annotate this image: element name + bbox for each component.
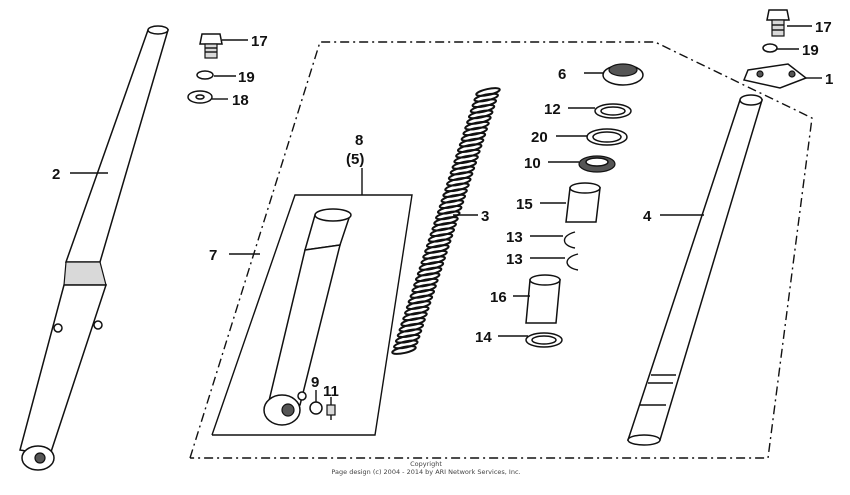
- spring-coil: [391, 345, 417, 355]
- callout-12: 12: [544, 101, 561, 118]
- callout-17-left: 17: [251, 33, 268, 50]
- fork-leg-assembly-left[interactable]: [19, 25, 170, 471]
- o-ring-19-left[interactable]: [196, 70, 214, 80]
- washer-18[interactable]: [187, 90, 213, 104]
- oil-seal-10[interactable]: [578, 155, 616, 173]
- callout-11: 11: [323, 383, 339, 400]
- callout-6: 6: [558, 66, 566, 83]
- fork-spring-3[interactable]: [391, 87, 501, 356]
- bracket-1[interactable]: [742, 63, 808, 89]
- callout-13-lower: 13: [506, 251, 523, 268]
- stopper-ring-14[interactable]: [525, 332, 563, 348]
- fork-slider-7[interactable]: [263, 208, 352, 426]
- callout-10: 10: [524, 155, 541, 172]
- callout-20: 20: [531, 129, 548, 146]
- circlip-13-lower[interactable]: [566, 253, 579, 271]
- callout-18: 18: [232, 92, 249, 109]
- callout-3: 3: [481, 208, 489, 225]
- bolt-11[interactable]: [326, 404, 336, 420]
- callout-19-right: 19: [802, 42, 819, 59]
- callout-15: 15: [516, 196, 533, 213]
- callout-2: 2: [52, 166, 60, 183]
- callout-8: 8: [355, 132, 363, 149]
- o-ring-19-right[interactable]: [762, 43, 778, 53]
- washer-9[interactable]: [309, 401, 323, 415]
- copyright-line-2: Page design (c) 2004 - 2014 by ARI Netwo…: [331, 468, 520, 476]
- callout-1: 1: [825, 71, 833, 88]
- callout-14: 14: [475, 329, 492, 346]
- callout-17-right: 17: [815, 19, 832, 36]
- callout-5: (5): [346, 151, 364, 168]
- copyright-line-1: Copyright: [410, 460, 442, 468]
- fork-tube-4[interactable]: [626, 94, 764, 446]
- callout-13-upper: 13: [506, 229, 523, 246]
- oil-seal-12[interactable]: [594, 103, 632, 119]
- callout-4: 4: [643, 208, 652, 225]
- callout-7: 7: [209, 247, 217, 264]
- assembly-outline: [189, 41, 813, 459]
- fork-bushing-16[interactable]: [525, 274, 561, 324]
- callout-9: 9: [311, 374, 319, 391]
- bolt-17-left[interactable]: [199, 33, 223, 59]
- dust-seal-6[interactable]: [602, 63, 644, 86]
- leader-lines: [70, 25, 822, 405]
- circlip-13-upper[interactable]: [563, 231, 576, 249]
- bolt-17-right[interactable]: [766, 9, 790, 37]
- callout-19-left: 19: [238, 69, 255, 86]
- callout-16: 16: [490, 289, 507, 306]
- backup-ring-20[interactable]: [586, 128, 628, 146]
- slider-bushing-15[interactable]: [565, 182, 601, 223]
